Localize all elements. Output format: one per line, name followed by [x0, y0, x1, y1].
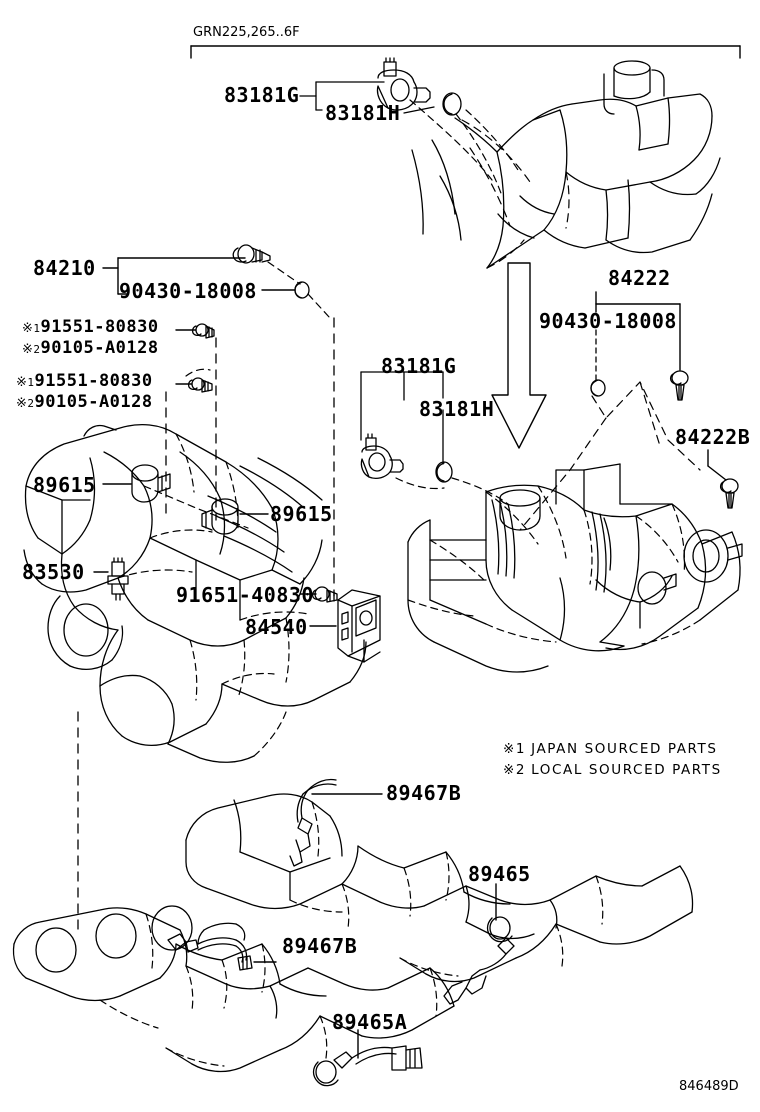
- exhaust-manifold-hidden-lines: [99, 913, 438, 1067]
- reference-index-2: 2: [33, 343, 41, 356]
- legend-text-japan: JAPAN SOURCED PARTS: [531, 741, 718, 757]
- leader-83181G-top: [299, 81, 435, 114]
- leader-dashed-84210: [267, 261, 331, 319]
- reference-mark-icon: ※: [22, 321, 34, 336]
- sensor-89465-icon: [443, 916, 515, 1005]
- part-label-84540[interactable]: 84540: [245, 615, 308, 639]
- sensor-83181G-mid-icon: [360, 433, 404, 479]
- grommet-83181H-mid-icon: [435, 461, 453, 483]
- legend-index-1: 1: [515, 741, 527, 757]
- alt-part-group-1: ※ 1 91551-80830: [22, 317, 159, 337]
- main-transmission-ribs: [491, 499, 607, 593]
- part-label-90105-alt2[interactable]: 90105-A0128: [34, 392, 153, 412]
- part-label-83181H-mid[interactable]: 83181H: [419, 397, 495, 421]
- main-transmission-drawing: [407, 463, 743, 673]
- main-transmission-hidden-lines: [407, 485, 701, 645]
- part-label-91551-alt1[interactable]: 91551-80830: [40, 317, 159, 337]
- drawing-code: 846489D: [679, 1079, 739, 1094]
- part-label-84222B[interactable]: 84222B: [675, 425, 751, 449]
- washer-90430-left-icon: [294, 281, 310, 299]
- reference-index-2: 2: [27, 397, 35, 410]
- part-label-83181G-mid[interactable]: 83181G: [381, 354, 457, 378]
- reference-mark-icon: ※: [16, 396, 28, 411]
- sensor-84540-icon: [337, 589, 381, 663]
- bolt-84222-icon: [669, 370, 689, 401]
- part-label-89467B-lower[interactable]: 89467B: [282, 934, 358, 958]
- bolt-alt2-icon: [187, 377, 213, 393]
- leader-dashed-top: [409, 99, 519, 197]
- washer-90430-right-icon: [590, 379, 606, 397]
- top-transmission-hidden-lines: [461, 119, 570, 269]
- part-label-91651-40830[interactable]: 91651-40830: [176, 583, 314, 607]
- reference-index-1: 1: [33, 322, 41, 335]
- part-label-83530[interactable]: 83530: [22, 560, 85, 584]
- part-label-84210[interactable]: 84210: [33, 256, 96, 280]
- legend-row-1: ※ 1 JAPAN SOURCED PARTS: [503, 740, 722, 759]
- leader-dashed-83181-mid: [395, 477, 509, 505]
- bolt-84222B-icon: [719, 478, 739, 509]
- alt-part-group-2b: ※ 2 90105-A0128: [16, 392, 153, 412]
- sensor-89615-a-icon: [131, 464, 171, 503]
- reference-mark-icon: ※: [16, 375, 28, 390]
- part-label-90430-right[interactable]: 90430-18008: [539, 309, 677, 333]
- leader-dashed-alt: [185, 368, 211, 377]
- switch-84210-icon: [232, 244, 271, 264]
- sensor-89615-b-icon: [201, 498, 239, 535]
- reference-index-1: 1: [27, 376, 35, 389]
- legend: ※ 1 JAPAN SOURCED PARTS ※ 2 LOCAL SOURCE…: [503, 740, 722, 778]
- part-label-89465A[interactable]: 89465A: [332, 1010, 408, 1034]
- reference-mark-icon: ※: [22, 342, 34, 357]
- exhaust-upper-hidden-lines: [289, 801, 604, 977]
- part-label-83181H-top[interactable]: 83181H: [325, 101, 401, 125]
- reference-mark-icon: ※: [503, 741, 516, 757]
- part-label-91551-alt2[interactable]: 91551-80830: [34, 371, 153, 391]
- legend-index-2: 2: [515, 762, 527, 778]
- part-label-89615-b[interactable]: 89615: [270, 502, 333, 526]
- legend-text-local: LOCAL SOURCED PARTS: [531, 762, 722, 778]
- flow-arrow-down: [491, 262, 547, 449]
- leader-83181-mid: [360, 371, 444, 465]
- exhaust-upper-drawing: [185, 793, 694, 983]
- alt-part-group-1b: ※ 2 90105-A0128: [22, 338, 159, 358]
- leader-84210: [102, 257, 246, 295]
- scope-bracket-top: [190, 45, 741, 59]
- bolt-alt1-icon: [191, 323, 215, 339]
- part-label-90430-left[interactable]: 90430-18008: [119, 279, 257, 303]
- part-label-90105-alt1[interactable]: 90105-A0128: [40, 338, 159, 358]
- switch-83530-icon: [107, 557, 129, 601]
- sensor-89467B-upper-icon: [289, 778, 337, 867]
- top-transmission-drawing: [411, 60, 721, 269]
- part-label-89615-a[interactable]: 89615: [33, 473, 96, 497]
- engine-drawing: [23, 423, 367, 763]
- grommet-83181H-top-icon: [442, 92, 462, 116]
- engine-intake-runners: [207, 457, 323, 573]
- sensor-83181G-top-icon: [376, 57, 431, 111]
- alt-part-group-2: ※ 1 91551-80830: [16, 371, 153, 391]
- part-label-89467B-upper[interactable]: 89467B: [386, 781, 462, 805]
- sensor-89465A-icon: [312, 1045, 423, 1087]
- part-label-84222[interactable]: 84222: [608, 266, 671, 290]
- reference-mark-icon: ※: [503, 762, 516, 778]
- leader-84222: [595, 291, 681, 371]
- leader-84222B: [707, 449, 727, 481]
- part-label-89465[interactable]: 89465: [468, 862, 531, 886]
- sensor-89467B-lower-icon: [167, 922, 253, 971]
- legend-row-2: ※ 2 LOCAL SOURCED PARTS: [503, 761, 722, 780]
- exhaust-manifold-drawing: [12, 905, 455, 1073]
- leader-dashed-84222: [519, 381, 701, 531]
- header-note: GRN225,265..6F: [193, 25, 300, 40]
- part-label-83181G-top[interactable]: 83181G: [224, 83, 300, 107]
